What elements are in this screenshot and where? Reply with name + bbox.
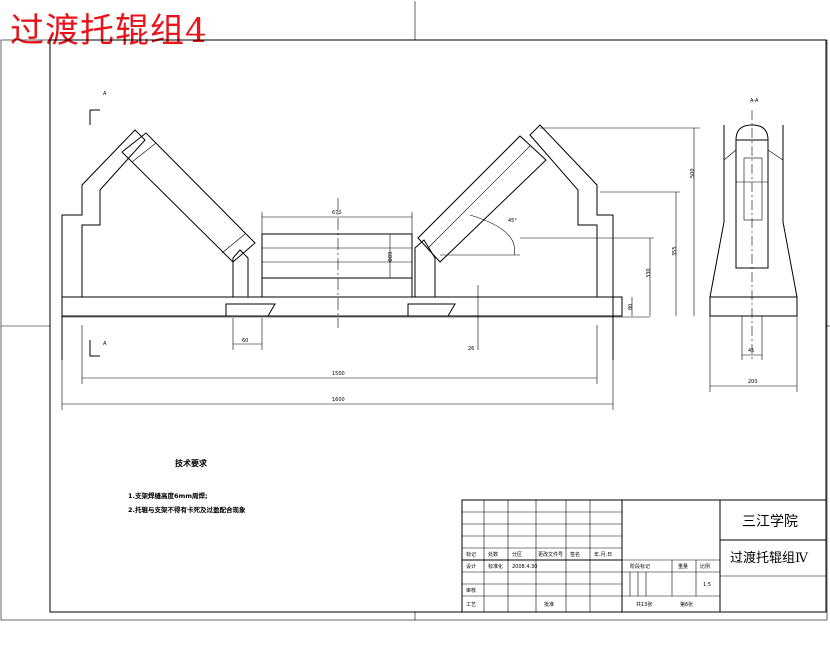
side-base-hatched <box>709 296 798 317</box>
side-bracket <box>709 125 798 298</box>
dim-top-span: 670 <box>332 210 342 216</box>
tb-design: 设计 <box>466 563 476 570</box>
tb-drawing-name: 过渡托辊组Ⅳ <box>730 550 809 566</box>
dim-roller-dia: Φ89 <box>388 252 394 262</box>
tb-scale-label: 比例 <box>700 563 710 570</box>
dim-overall-length: 1600 <box>332 397 345 403</box>
left-bracket <box>232 249 249 297</box>
tb-sheet-no: 第6张 <box>680 601 693 608</box>
tb-mark: 标记 <box>466 551 476 558</box>
tb-scale-value: 1:5 <box>703 582 711 588</box>
right-hatched-foot <box>407 303 456 317</box>
right-inclined-roller <box>417 135 547 263</box>
tb-design-name: 标准化 <box>488 563 503 570</box>
angle-arc <box>469 214 515 256</box>
base-beam <box>61 296 623 317</box>
tb-date-sample: 2008.4.30 <box>512 564 537 570</box>
dim-small: 26 <box>468 346 474 352</box>
dim-foot-w: 60 <box>242 338 248 344</box>
note-item-2: 2.托辊与支架不得有卡死及过盈配合现象 <box>128 505 246 514</box>
tb-weight: 重量 <box>678 563 688 570</box>
title-block: 标记 处数 分区 更改文件号 签名 年.月.日 设计 标准化 2008.4.30… <box>461 499 827 613</box>
dim-height-mid: 355 <box>672 246 678 256</box>
tb-school: 三江学院 <box>742 514 798 530</box>
dim-side-base: 200 <box>748 379 758 385</box>
tb-change-doc: 更改文件号 <box>538 551 563 558</box>
side-view: A-A 45 200 <box>709 98 798 392</box>
section-mark-bottom: A <box>103 341 107 347</box>
left-hatched-foot <box>225 303 276 317</box>
left-support-leg <box>61 129 146 360</box>
notes-title: 技术要求 <box>175 458 208 468</box>
front-view: A A <box>61 91 700 410</box>
drawing-heading: 过渡托辊组4 <box>10 11 208 51</box>
section-title-side: A-A <box>750 98 759 104</box>
right-support-leg <box>529 124 614 360</box>
tb-sign: 签名 <box>570 551 580 558</box>
dim-inner-length: 1500 <box>332 371 345 377</box>
tb-count: 处数 <box>488 551 498 558</box>
outer-frame <box>0 39 828 621</box>
tb-craft: 工艺 <box>466 602 476 608</box>
technical-notes: 技术要求 1.支架焊缝高度6mm周焊; 2.托辊与支架不得有卡死及过盈配合现象 <box>128 458 246 514</box>
tb-stage-label: 阶段标记 <box>630 563 650 570</box>
dim-angle: 45° <box>508 218 517 224</box>
note-item-1: 1.支架焊缝高度6mm周焊; <box>128 491 208 500</box>
dim-base-h: 80 <box>628 304 634 310</box>
tb-zone: 分区 <box>512 551 522 558</box>
tb-check: 批准 <box>544 601 554 608</box>
section-mark-top: A <box>103 91 107 97</box>
tb-approve: 审核 <box>466 587 476 594</box>
dim-height-right: 500 <box>690 168 696 178</box>
right-bracket <box>414 239 436 297</box>
inner-frame <box>49 39 827 613</box>
tb-date: 年.月.日 <box>594 551 612 558</box>
dim-side-width: 45 <box>748 348 754 354</box>
left-inclined-roller <box>121 132 256 263</box>
dim-height-low: 330 <box>646 268 652 278</box>
tb-sheets-total: 共13张 <box>636 601 652 608</box>
